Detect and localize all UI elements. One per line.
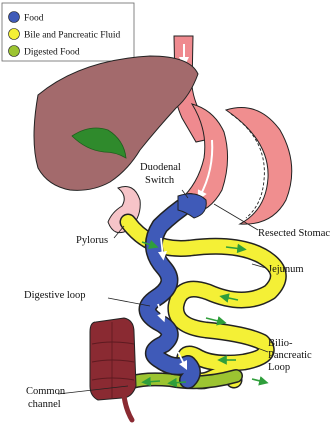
label-common: Common: [26, 386, 66, 397]
resected-stomach: [226, 108, 292, 225]
legend-swatch-food: [9, 12, 20, 23]
digested-arrow-2: [146, 381, 160, 382]
label-digestive-loop: Digestive loop: [24, 290, 86, 301]
label-switch: Switch: [145, 175, 175, 186]
label-loop: Loop: [268, 362, 290, 373]
label-duodenal: Duodenal: [140, 162, 181, 173]
label-bilio: Bilio-: [268, 338, 293, 349]
label-resected-stomach: Resected Stomach: [258, 228, 330, 239]
label-pancreatic: Pancreatic: [268, 350, 312, 361]
legend-label-digested: Digested Food: [24, 48, 80, 58]
legend-swatch-bile: [9, 29, 20, 40]
legend-label-food: Food: [24, 14, 44, 24]
legend-label-bile: Bile and Pancreatic Fluid: [24, 31, 121, 41]
label-channel: channel: [28, 399, 61, 410]
appendix: [124, 396, 132, 420]
legend-swatch-digested: [9, 46, 20, 57]
label-pylorus: Pylorus: [76, 235, 108, 246]
label-jejunum: Jejunum: [268, 264, 304, 275]
bile-arrow-6: [252, 379, 264, 382]
legend: Food Bile and Pancreatic Fluid Digested …: [2, 3, 134, 61]
colon: [90, 318, 136, 420]
bile-arrow-4: [206, 318, 222, 322]
digested-arrow-1: [172, 382, 186, 383]
